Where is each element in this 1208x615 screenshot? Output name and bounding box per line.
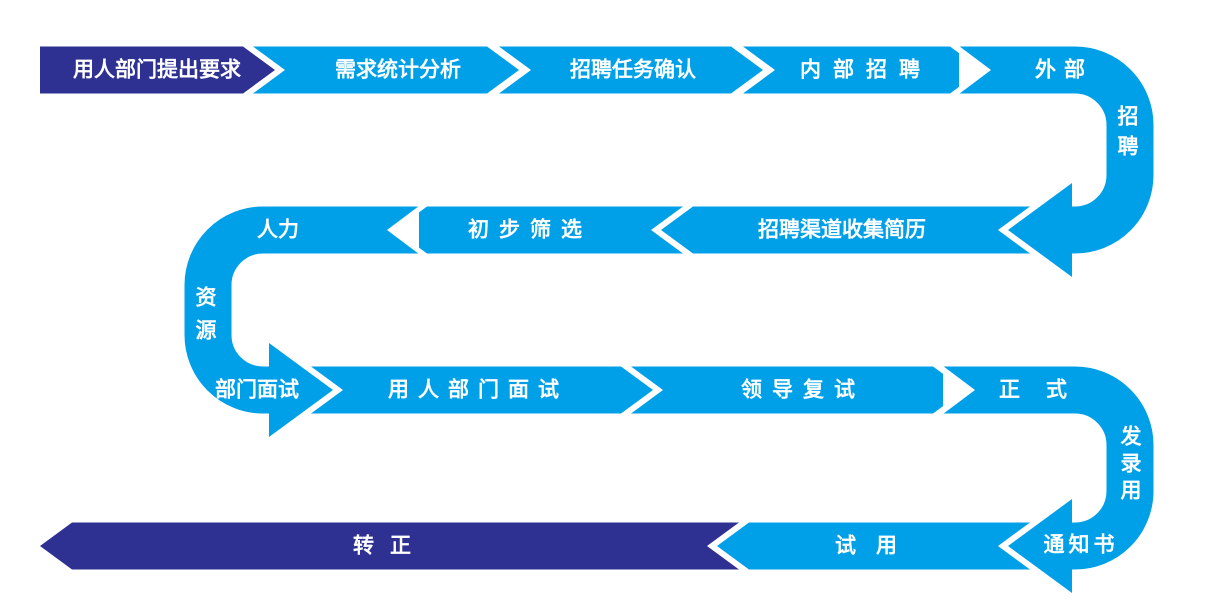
flow-arrowhead-row2-icon [1008,183,1072,277]
stage-screening-label: 初步筛选 [468,218,592,242]
flow-arrowhead-row3-icon [269,343,333,437]
stage-offer-curve [943,366,1154,570]
stage-regularization-shape [40,522,739,570]
stage-demand-analysis-label: 需求统计分析 [335,58,461,82]
stage-task-confirm-label: 招聘任务确认 [570,58,696,82]
stage-internal-recruit-label: 内部招聘 [800,58,932,82]
stage-offer-label: 正式 [999,379,1093,402]
stage-probation-label: 试用 [835,535,917,558]
notch-mask [387,206,419,254]
stage-offer-label-vertical-2: 录 [1121,453,1142,476]
stage-screening-shape [395,206,683,254]
stage-offer-label-vertical-1: 发 [1120,425,1143,449]
stage-demand-analysis-shape [253,46,519,94]
stage-hr-label-vertical-1: 资 [196,287,217,310]
stage-resume-collection-shape [661,206,1030,254]
stage-internal-recruit-shape [743,46,982,94]
stage-external-recruit-label-vertical-2: 聘 [1118,136,1139,159]
notch-mask [959,46,991,94]
stage-hr-label: 人力 [257,219,299,242]
stage-leader-interview-label: 领导复试 [741,378,865,402]
stage-resume-collection-label: 招聘渠道收集简历 [758,218,926,242]
stage-external-recruit-label: 外部 [1035,58,1093,82]
stage-regularization-label: 转正 [353,534,427,558]
stage-dept-interview-label: 用人部门面试 [388,378,568,402]
notch-mask [943,366,975,414]
stage-dept-interview-shape [311,366,653,414]
stage-offer-notice-label: 通知书 [1044,533,1119,557]
stage-request-shape [40,46,275,94]
stage-leader-interview-shape [631,366,965,414]
stage-probation-shape [717,522,1030,570]
flow-arrowhead-row4-icon [1008,499,1072,593]
stage-task-confirm-shape [499,46,763,94]
stage-request-label: 用人部门提出要求 [73,58,241,82]
stage-offer-label-vertical-3: 用 [1121,480,1142,503]
stage-hr-dept-interview-label: 部门面试 [215,378,299,402]
stage-hr-label-vertical-2: 源 [196,320,217,343]
stage-hr-interview-curve [184,206,419,414]
stage-external-recruit-curve [959,46,1154,254]
stage-external-recruit-label-vertical-1: 招 [1118,106,1139,129]
